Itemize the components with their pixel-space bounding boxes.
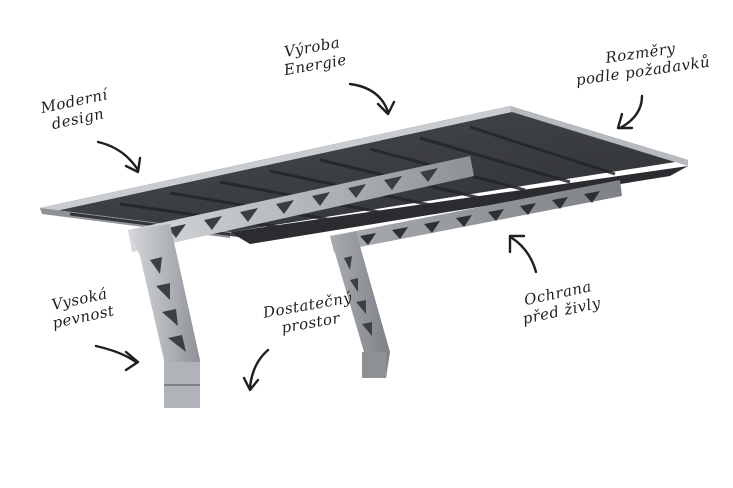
roof xyxy=(40,106,688,244)
front-post xyxy=(128,224,200,408)
back-post xyxy=(330,232,390,378)
curved-arrow-icon xyxy=(242,348,270,392)
curved-arrow-icon xyxy=(96,140,142,174)
curved-arrow-icon xyxy=(508,234,538,274)
curved-arrow-icon xyxy=(94,344,140,372)
back-truss xyxy=(330,180,622,252)
front-truss xyxy=(128,156,474,252)
curved-arrow-icon xyxy=(616,94,644,130)
curved-arrow-icon xyxy=(348,82,396,116)
